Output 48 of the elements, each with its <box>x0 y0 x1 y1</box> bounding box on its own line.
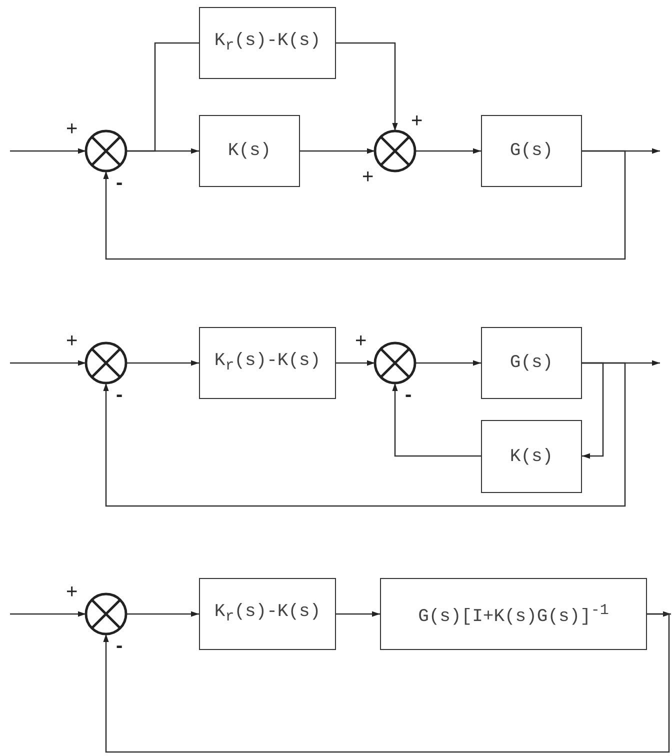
arrow <box>582 362 604 459</box>
block-box <box>380 578 647 650</box>
summing-junction <box>373 129 417 173</box>
transfer-function: K(s) <box>228 141 272 161</box>
summing-junction <box>84 341 128 385</box>
sign-label: + <box>66 119 78 139</box>
block-box <box>481 327 582 399</box>
arrow <box>336 360 375 366</box>
arrow <box>392 383 481 457</box>
sign-label: - <box>116 385 123 405</box>
block-box <box>199 578 336 650</box>
block-box <box>481 420 582 493</box>
arrow <box>415 360 481 366</box>
summing-junction <box>373 341 417 385</box>
sign-label: - <box>116 636 123 656</box>
sign-label: + <box>362 167 374 187</box>
block-box <box>199 115 300 187</box>
block-box <box>481 115 582 187</box>
block-box <box>199 7 336 79</box>
sign-label: - <box>116 173 123 193</box>
arrow <box>126 611 199 617</box>
block-box <box>199 327 336 399</box>
transfer-function: K(s) <box>510 446 554 466</box>
arrow <box>103 613 670 753</box>
transfer-function: G(s) <box>510 353 554 373</box>
arrow <box>103 362 626 507</box>
arrow <box>103 150 626 260</box>
arrow <box>336 42 398 131</box>
transfer-function: K$_{r}$(s)-K(s) <box>214 351 321 375</box>
arrow <box>300 148 375 154</box>
transfer-function: K$_{r}$(s)-K(s) <box>214 31 321 55</box>
arrow <box>126 360 199 366</box>
sign-label: + <box>66 582 78 602</box>
sign-label: - <box>405 385 412 405</box>
sign-label: + <box>411 111 423 131</box>
arrow <box>10 611 86 617</box>
transfer-function: K$_{r}$(s)-K(s) <box>214 602 321 626</box>
arrow <box>10 148 86 154</box>
transfer-function: G(s)[I+K(s)G(s)]$^{-1}$ <box>418 602 609 626</box>
arrow <box>126 148 199 154</box>
summing-junction <box>84 592 128 636</box>
sign-label: + <box>355 331 367 351</box>
summing-junction <box>84 129 128 173</box>
arrow <box>336 611 380 617</box>
sign-label: + <box>66 331 78 351</box>
arrow <box>10 360 86 366</box>
arrow <box>415 148 481 154</box>
transfer-function: G(s) <box>510 141 554 161</box>
